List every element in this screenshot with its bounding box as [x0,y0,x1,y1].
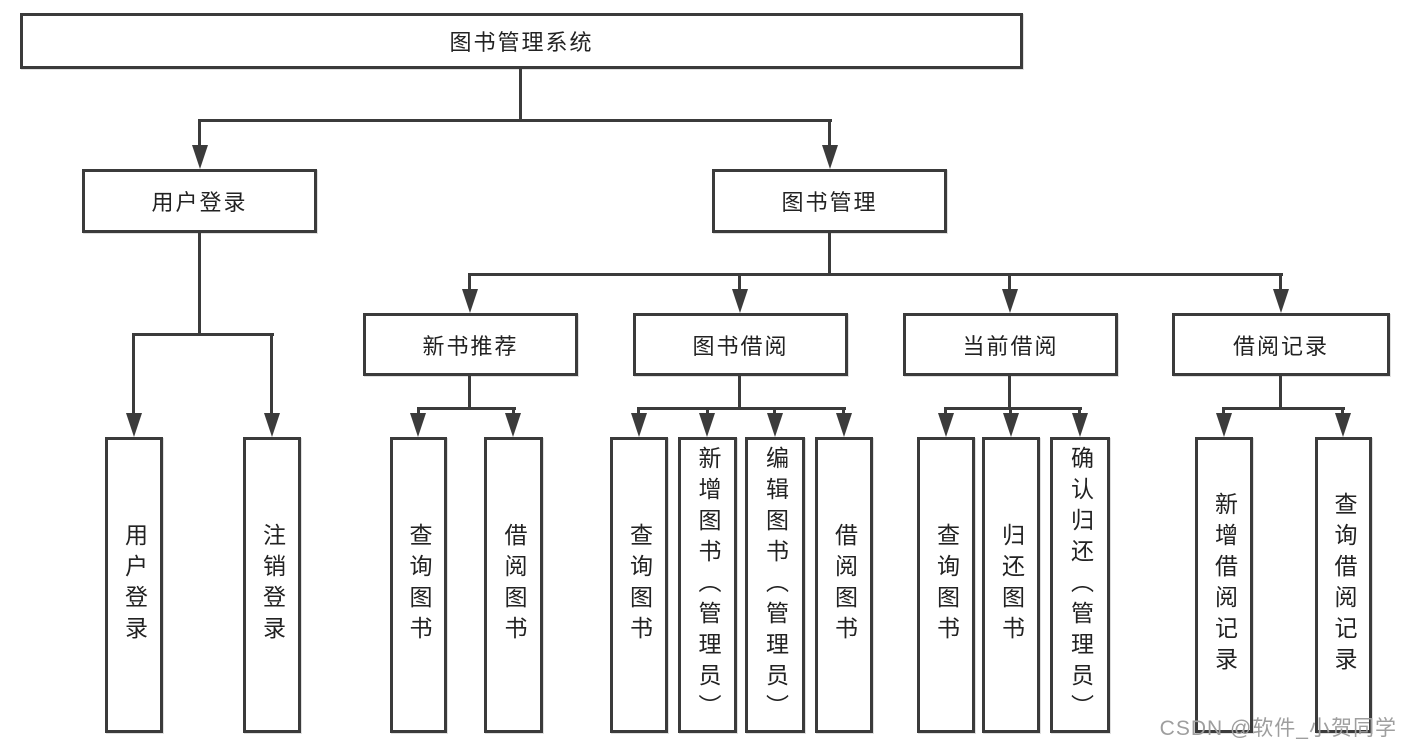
node-borrow-records: 借阅记录 [1172,313,1390,376]
arrow-down-icon [1003,413,1019,437]
connector-leaf-stem [1222,407,1225,415]
connector-book-mgmt-stem [828,119,831,146]
connector-borrow-records-stem [1279,273,1282,290]
connector-user-login-bar [132,333,274,336]
leaf-newbook-query-books: 查询图书 [390,437,447,733]
leaf-newbook-query-books-label: 查询图书 [406,523,432,647]
connector-leaf-stem [1009,407,1012,415]
leaf-records-add-record-label: 新增借阅记录 [1211,492,1238,678]
leaf-logout: 注销登录 [243,437,301,733]
connector-book-mgmt-down [828,233,831,276]
arrow-down-icon [126,413,142,437]
node-new-book-recommend-label: 新书推荐 [422,333,519,359]
connector-book-mgmt-bar [468,273,1283,276]
watermark-csdn: CSDN @软件_小贺同学 [1159,717,1397,740]
leaf-newbook-borrow-books: 借阅图书 [484,437,543,733]
leaf-borrow-edit-books-admin-label: 编辑图书（管理员） [762,445,789,725]
connector-book-borrow-stem [738,273,741,290]
connector-leaf-stem [637,407,640,415]
arrow-down-icon [767,413,783,437]
leaf-user-login-label: 用户登录 [121,523,148,647]
connector-leaf-login-stem [132,333,135,414]
node-library-system: 图书管理系统 [20,13,1023,69]
arrow-down-icon [462,289,478,313]
connector-new-book-rec-stem [468,273,471,290]
connector-borrow-records-bar [1222,407,1345,410]
leaf-records-query-record-label: 查询借阅记录 [1331,492,1357,678]
connector-book-borrow-bar [637,407,846,410]
leaf-records-query-record: 查询借阅记录 [1315,437,1372,733]
node-book-borrow-label: 图书借阅 [692,333,789,359]
node-user-login: 用户登录 [82,169,317,233]
connector-user-login-down [198,233,201,336]
leaf-current-query-books-label: 查询图书 [933,523,960,647]
node-book-management: 图书管理 [712,169,947,233]
node-user-login-label: 用户登录 [151,190,248,215]
node-current-borrow: 当前借阅 [903,313,1118,376]
leaf-borrow-add-books-admin: 新增图书（管理员） [678,437,737,733]
node-book-borrow: 图书借阅 [633,313,848,376]
leaf-current-return-books-label: 归还图书 [998,523,1025,647]
connector-book-borrow-down [738,376,741,410]
arrow-down-icon [699,413,715,437]
leaf-current-query-books: 查询图书 [917,437,975,733]
node-library-system-label: 图书管理系统 [449,30,594,55]
leaf-borrow-borrow-books: 借阅图书 [815,437,873,733]
connector-leaf-stem [706,407,709,415]
arrow-down-icon [264,413,280,437]
connector-leaf-stem [773,407,776,415]
leaf-current-confirm-return-admin: 确认归还（管理员） [1050,437,1110,733]
leaf-borrow-query-books: 查询图书 [610,437,668,733]
arrow-down-icon [192,145,208,169]
arrow-down-icon [732,289,748,313]
leaf-borrow-add-books-admin-label: 新增图书（管理员） [695,445,721,725]
arrow-down-icon [505,413,521,437]
arrow-down-icon [938,413,954,437]
connector-current-borrow-down [1008,376,1011,410]
connector-borrow-records-down [1279,376,1282,410]
connector-user-login-stem [198,119,201,146]
connector-leaf-stem [842,407,845,415]
node-book-management-label: 图书管理 [781,190,878,215]
connector-new-book-rec-bar [417,407,516,410]
arrow-down-icon [1072,413,1088,437]
connector-new-book-rec-down [468,376,471,410]
arrow-down-icon [631,413,647,437]
arrow-down-icon [1335,413,1351,437]
leaf-current-return-books: 归还图书 [982,437,1040,733]
arrow-down-icon [1273,289,1289,313]
leaf-borrow-query-books-label: 查询图书 [626,523,653,647]
node-current-borrow-label: 当前借阅 [962,333,1059,359]
leaf-current-confirm-return-admin-label: 确认归还（管理员） [1067,445,1094,725]
connector-current-borrow-bar [944,407,1082,410]
leaf-newbook-borrow-books-label: 借阅图书 [501,523,527,647]
arrow-down-icon [1002,289,1018,313]
leaf-borrow-borrow-books-label: 借阅图书 [831,523,858,647]
connector-current-borrow-stem [1008,273,1011,290]
connector-root-bar [198,119,832,122]
connector-leaf-stem [1078,407,1081,415]
arrow-down-icon [1216,413,1232,437]
leaf-records-add-record: 新增借阅记录 [1195,437,1253,733]
connector-root-stem [519,69,522,122]
connector-leaf-stem [417,407,420,415]
connector-leaf-stem [512,407,515,415]
leaf-borrow-edit-books-admin: 编辑图书（管理员） [745,437,805,733]
leaf-user-login: 用户登录 [105,437,163,733]
connector-leaf-stem [944,407,947,415]
arrow-down-icon [822,145,838,169]
leaf-logout-label: 注销登录 [259,523,286,647]
connector-leaf-logout-stem [270,333,273,414]
node-new-book-recommend: 新书推荐 [363,313,578,376]
arrow-down-icon [410,413,426,437]
node-borrow-records-label: 借阅记录 [1232,333,1329,359]
arrow-down-icon [836,413,852,437]
connector-leaf-stem [1341,407,1344,415]
